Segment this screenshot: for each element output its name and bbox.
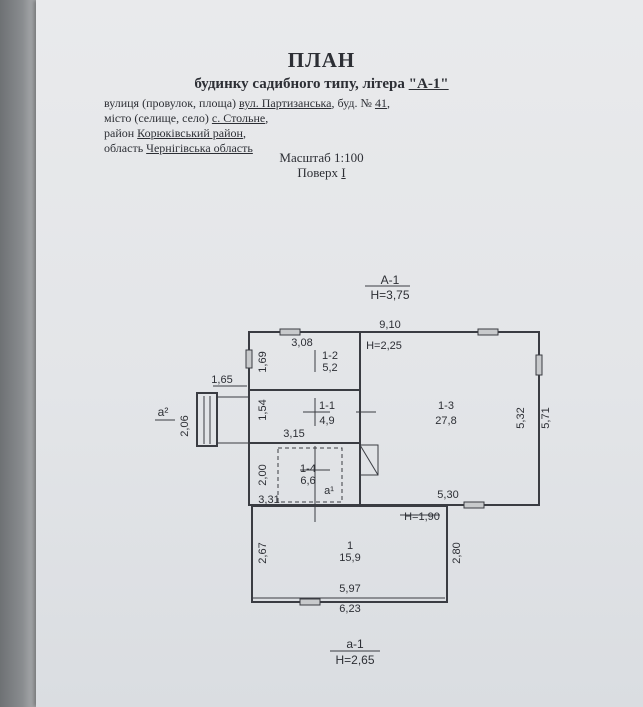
room-11-id: 1-1 — [319, 400, 335, 412]
window-3 — [535, 354, 543, 376]
room-1-id: 1 — [347, 540, 353, 552]
building-end: , — [386, 96, 390, 110]
h-annex-top: Н=1,90 — [404, 511, 440, 523]
dim-annex-inner-width: 5,97 — [339, 583, 360, 595]
floor-label: Поверх — [297, 165, 342, 180]
dim-room14-height: 2,00 — [257, 464, 269, 485]
district-value: Корюківський район — [137, 126, 243, 140]
district-line: район Корюківський район, — [104, 126, 246, 141]
street-line: вулиця (провулок, площа) вул. Партизансь… — [104, 96, 390, 111]
street-value: вул. Партизанська — [239, 96, 332, 110]
region-label: область — [104, 141, 147, 155]
dim-room12-height: 1,69 — [257, 351, 269, 372]
scale-text: Масштаб 1:100 — [279, 150, 364, 165]
binder-edge — [0, 0, 38, 707]
city-label: місто (селище, село) — [104, 111, 212, 125]
district-label: район — [104, 126, 138, 140]
subtitle-prefix: будинку садибного типу, літера — [194, 76, 409, 92]
region-value: Чернігівська область — [146, 141, 253, 155]
main-height: Н=3,75 — [370, 288, 409, 302]
building-label: , буд. № — [331, 96, 375, 110]
region-line: область Чернігівська область — [104, 141, 253, 156]
page-title: ПЛАН — [287, 48, 356, 72]
city-line: місто (селище, село) с. Стольне, — [104, 111, 268, 126]
annex-height: Н=2,65 — [335, 653, 374, 667]
dim-right-total: 5,71 — [540, 407, 552, 428]
annex-letter: а-1 — [346, 637, 364, 651]
room-1-area: 15,9 — [339, 552, 360, 564]
room-13-area: 27,8 — [435, 415, 456, 427]
page-subtitle: будинку садибного типу, літера "А-1" — [0, 76, 643, 93]
dim-annex-outer-width: 6,23 — [339, 603, 360, 615]
dim-room14-width: 3,31 — [258, 494, 279, 506]
floor-text: Поверх I — [0, 165, 643, 181]
main-outline — [248, 331, 540, 506]
porch-label: а² — [158, 405, 169, 419]
window-5 — [299, 598, 321, 606]
h-small: Н=2,25 — [366, 340, 402, 352]
room-14-area: 6,6 — [300, 475, 315, 487]
dim-room13-height: 5,32 — [515, 407, 527, 428]
room-14-id: 1-4 — [300, 463, 316, 475]
window-2 — [477, 328, 499, 336]
city-end: , — [265, 111, 269, 125]
city-value: с. Стольне — [211, 111, 266, 125]
window-1 — [279, 328, 301, 336]
porch-stairs — [196, 392, 218, 447]
dim-top-total: 9,10 — [379, 319, 400, 331]
dim-porch-height: 2,06 — [179, 415, 191, 436]
window-6 — [245, 349, 253, 369]
dim-porch-width: 1,65 — [211, 374, 232, 386]
window-4 — [463, 501, 485, 509]
building-value: 41 — [374, 96, 387, 110]
room-12-id: 1-2 — [322, 350, 338, 362]
stove — [359, 444, 379, 476]
floor-value: I — [341, 165, 346, 180]
dim-room13-width: 5,30 — [437, 489, 458, 501]
subtitle-letter: "А-1" — [408, 76, 449, 92]
dim-room11-width: 3,15 — [283, 428, 304, 440]
room-12-area: 5,2 — [322, 362, 337, 374]
district-end: , — [242, 126, 246, 140]
dim-room11-height: 1,54 — [257, 399, 269, 420]
document-sheet — [36, 0, 643, 707]
street-label: вулиця (провулок, площа) — [104, 96, 240, 110]
room-13-id: 1-3 — [438, 400, 454, 412]
room-11-area: 4,9 — [319, 415, 334, 427]
annex-outline — [251, 505, 448, 603]
inner-dashed-area — [277, 447, 343, 503]
main-letter: А-1 — [381, 273, 400, 287]
stove-diagonal — [359, 444, 379, 476]
dim-room12-width: 3,08 — [291, 337, 312, 349]
dim-annex-right: 2,80 — [451, 542, 463, 563]
dim-annex-left: 2,67 — [257, 542, 269, 563]
inner-label: а¹ — [324, 485, 334, 497]
